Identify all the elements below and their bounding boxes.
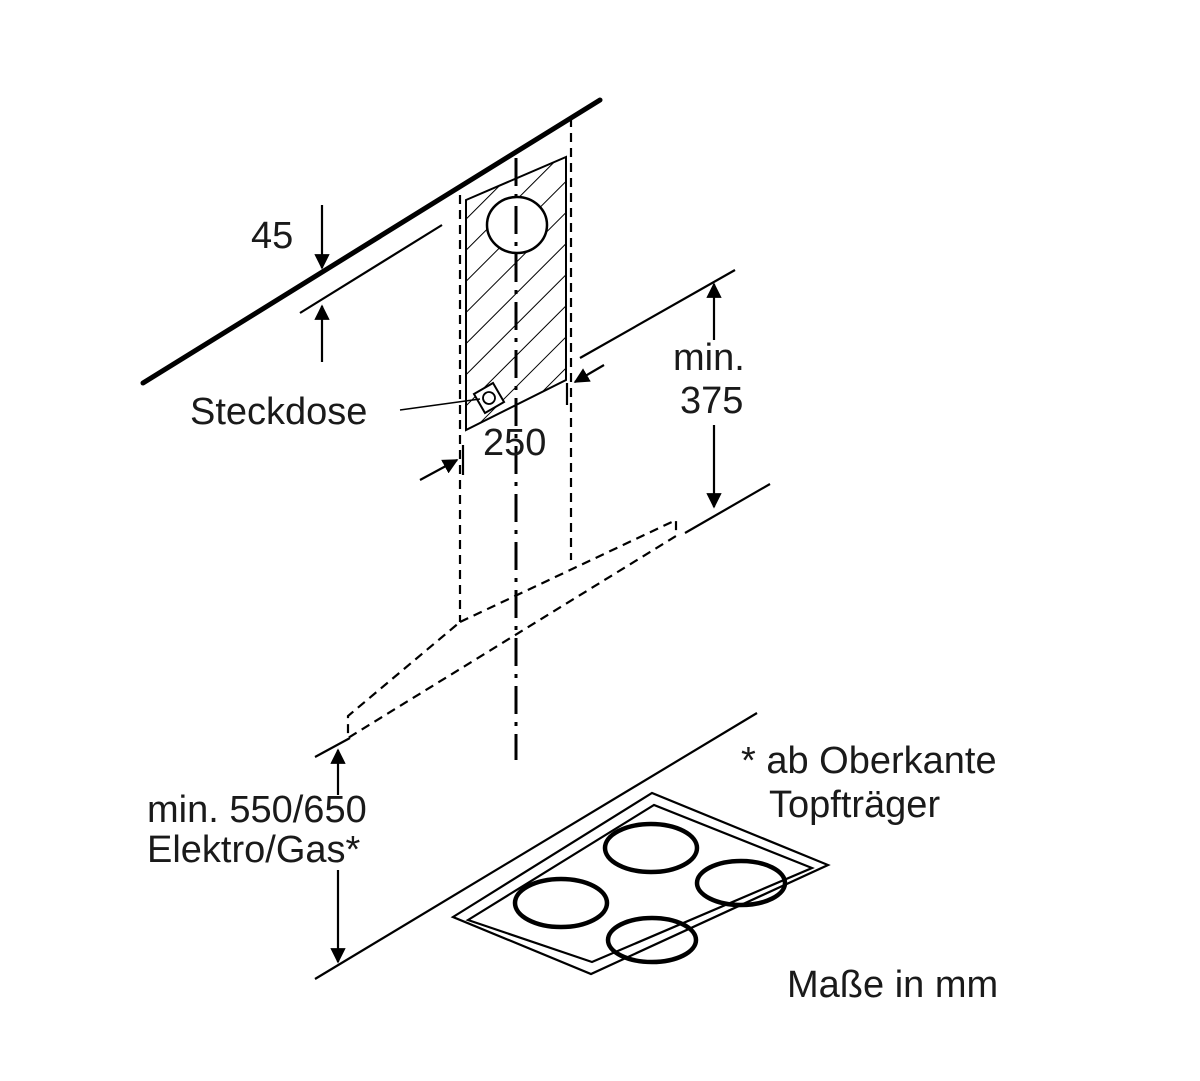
socket-icon (472, 381, 506, 415)
dim-550-label-line1: min. 550/650 (147, 789, 367, 831)
footnote-line2: Topfträger (769, 784, 940, 826)
dim-550-label-line2: Elektro/Gas* (147, 829, 361, 871)
dim-375-label-line1: min. (673, 337, 745, 379)
dim-250-arrow-left (419, 459, 459, 481)
offset-reference-line (299, 224, 443, 314)
burner-icon (512, 876, 610, 930)
ceiling-line (140, 97, 603, 386)
socket-leader-line (399, 398, 481, 411)
dim-375-label-line2: 375 (680, 380, 743, 422)
dim-250-arrow-right (573, 364, 605, 383)
units-label: Maße in mm (787, 964, 998, 1006)
dim-550-reference-top (314, 737, 351, 758)
dim-550-reference-bottom (314, 712, 758, 980)
footnote-line1: * ab Oberkante (741, 740, 997, 782)
socket-label: Steckdose (190, 391, 367, 433)
burner-icon (602, 821, 700, 875)
burner-icon (694, 858, 788, 908)
burner-icon (605, 915, 699, 965)
hood-canopy-outline (346, 518, 678, 740)
cooktop-frame-inner (465, 803, 815, 964)
dim-375-reference-bottom (684, 483, 771, 534)
cooktop-frame-outer (450, 791, 831, 976)
dim-250-label: 250 (483, 422, 546, 464)
dim-45-label: 45 (251, 215, 293, 257)
